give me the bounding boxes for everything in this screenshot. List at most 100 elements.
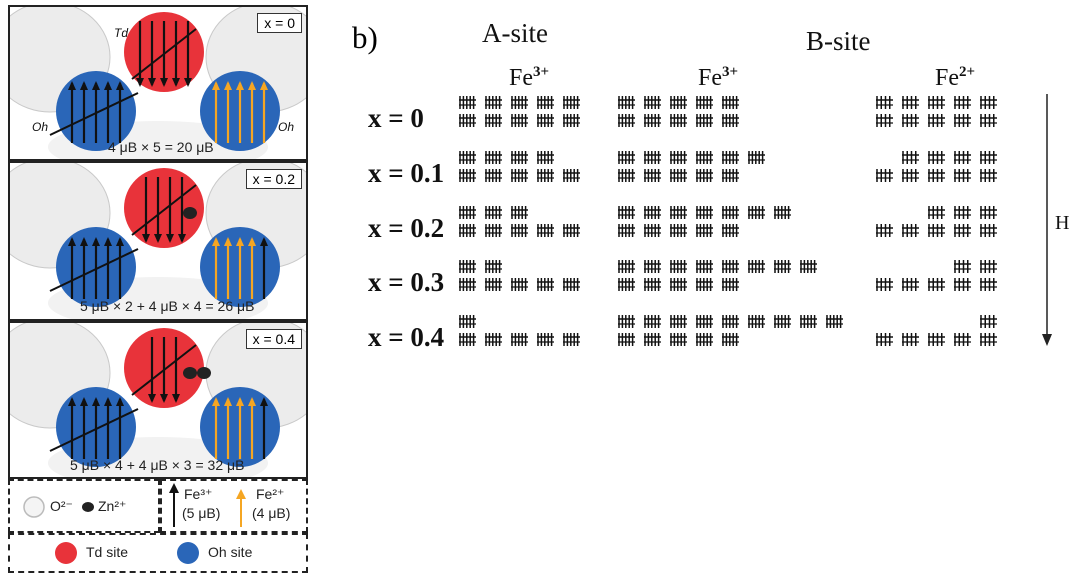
b-fe2-spin-group — [954, 206, 971, 219]
oh-site-left: Oh — [32, 71, 139, 151]
b-fe3-spin-group — [748, 260, 765, 273]
legend-oxygen-label: O²⁻ — [50, 498, 73, 514]
a-site-heading: A-site — [482, 18, 548, 48]
b-fe3-spin-group — [644, 169, 661, 182]
b-fe3-spin-group — [670, 169, 687, 182]
a-fe3-spin-group — [485, 224, 502, 237]
b-fe3-spin-group — [696, 96, 713, 109]
b-fe3-spin-group — [696, 278, 713, 291]
a-fe3-spin-group — [485, 333, 502, 346]
b-fe2-spin-group — [902, 278, 919, 291]
row-label-x04: x = 0.4 — [368, 322, 445, 352]
b-fe3-spin-group — [670, 315, 687, 328]
b-fe3-spin-group — [722, 114, 739, 127]
svg-text:Oh: Oh — [278, 120, 294, 134]
legend-fe3-moment: (5 μB) — [182, 505, 221, 521]
b-fe2-spin-group — [928, 114, 945, 127]
b-fe2-spin-group — [980, 151, 997, 164]
a-fe3-spin-group — [459, 260, 476, 273]
b-fe3-spin-group — [670, 206, 687, 219]
td-site — [124, 168, 204, 248]
moment-formula: 4 μB × 5 = 20 μB — [108, 139, 214, 155]
a-fe3-spin-group — [485, 169, 502, 182]
b-fe2-spin-group — [954, 333, 971, 346]
field-arrow — [1042, 94, 1052, 346]
b-fe3-spin-group — [644, 96, 661, 109]
a-fe3-spin-group — [511, 151, 528, 164]
b-fe3-spin-group — [748, 151, 765, 164]
legend-arrows-graphic — [169, 483, 246, 527]
a-fe3-spin-group — [511, 169, 528, 182]
a-fe3-spin-group — [563, 169, 580, 182]
a-fe3-spin-group — [537, 278, 554, 291]
b-fe2-spin-group — [876, 333, 893, 346]
a-fe3-spin-group — [563, 114, 580, 127]
b-fe2-spin-group — [980, 260, 997, 273]
legend-zinc-label: Zn²⁺ — [98, 498, 127, 514]
b-fe3-spin-group — [800, 260, 817, 273]
b-fe3-spin-group — [644, 206, 661, 219]
a-fe3-spin-group — [511, 224, 528, 237]
a-fe3-spin-group — [563, 278, 580, 291]
a-fe3-spin-group — [459, 169, 476, 182]
b-site-heading: B-site — [806, 26, 871, 56]
b-fe3-spin-group — [774, 315, 791, 328]
legend-sites-graphic — [55, 542, 199, 564]
b-fe3-spin-group — [748, 315, 765, 328]
oh-site-left — [49, 387, 139, 467]
b-fe2-spin-group — [928, 169, 945, 182]
b-fe3-spin-group — [696, 315, 713, 328]
a-fe3-spin-group — [485, 260, 502, 273]
b-fe3-spin-group — [618, 151, 635, 164]
b-fe2-spin-group — [980, 169, 997, 182]
legend-oh-site-label: Oh site — [208, 544, 253, 560]
a-fe3-spin-group — [563, 96, 580, 109]
b-fe2-spin-group — [954, 278, 971, 291]
oh-site-right — [200, 387, 280, 467]
a-fe3-spin-group — [485, 206, 502, 219]
b-fe2-spin-group — [876, 224, 893, 237]
b-fe2-spin-group — [876, 96, 893, 109]
legend-fe-box: Fe³⁺ (5 μB) Fe²⁺ (4 μB) — [160, 479, 308, 533]
svg-text:Td: Td — [114, 26, 128, 40]
b-fe2-spin-group — [928, 333, 945, 346]
zinc-ion — [183, 207, 197, 219]
b-fe3-spin-group — [670, 151, 687, 164]
b-fe3-spin-group — [722, 278, 739, 291]
b-fe2-spin-group — [954, 114, 971, 127]
a-fe3-spin-group — [459, 114, 476, 127]
a-fe3-spin-group — [459, 278, 476, 291]
b-fe3-spin-group — [644, 260, 661, 273]
b-fe3-spin-group — [618, 96, 635, 109]
b-fe3-spin-group — [774, 260, 791, 273]
svg-text:Oh: Oh — [32, 120, 48, 134]
b-fe2-spin-group — [876, 169, 893, 182]
b-fe3-spin-group — [670, 278, 687, 291]
b-fe3-spin-group — [722, 169, 739, 182]
row-label-x02: x = 0.2 — [368, 213, 445, 243]
b-fe2-spin-group — [954, 151, 971, 164]
td-site-icon — [55, 542, 77, 564]
fe2-arrow-icon — [236, 489, 246, 527]
b-fe2-spin-group — [980, 206, 997, 219]
b-fe3-spin-group — [722, 333, 739, 346]
b-fe3-spin-group — [696, 151, 713, 164]
oh-site-right: Oh — [200, 71, 294, 151]
b-fe2-spin-group — [954, 224, 971, 237]
a-fe3-spin-group — [485, 151, 502, 164]
td-site — [124, 328, 211, 408]
frame-x02: x = 0.2 5 μB × 2 + 4 μB × 4 = 26 μB — [8, 161, 308, 321]
b-fe2-spin-group — [954, 96, 971, 109]
a-fe3-spin-group — [459, 151, 476, 164]
x-label-box: x = 0.4 — [245, 329, 302, 349]
b-fe2-spin-group — [902, 151, 919, 164]
legend-fe2-label: Fe²⁺ — [256, 486, 285, 502]
zinc-icon — [82, 502, 94, 512]
oh-site-left — [49, 227, 139, 307]
legend-fe3-label: Fe³⁺ — [184, 486, 213, 502]
b-fe3-spin-group — [618, 333, 635, 346]
b-fe3-spin-group — [644, 224, 661, 237]
b-fe3-spin-group — [696, 333, 713, 346]
b-fe3-spin-group — [670, 114, 687, 127]
